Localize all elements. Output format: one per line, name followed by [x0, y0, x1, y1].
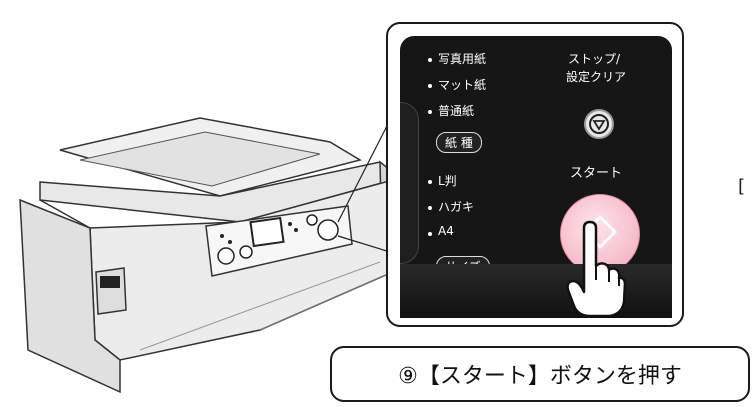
control-panel-zoom: 写真用紙 マット紙 普通紙 紙 種 L判 ハガキ A4 サイズ ストップ/ 設定…	[386, 22, 684, 327]
paper-type-button[interactable]: 紙 種	[436, 132, 482, 153]
panel-edge	[400, 102, 419, 264]
side-bracket: [	[738, 176, 746, 197]
indicator-dot	[428, 84, 432, 88]
size-a4: A4	[438, 224, 454, 238]
indicator-dot	[428, 206, 432, 210]
start-button[interactable]	[560, 194, 640, 274]
stop-icon	[589, 114, 609, 134]
indicator-dot	[428, 110, 432, 114]
instruction-caption: ⑨【スタート】ボタンを押す	[330, 346, 750, 402]
stop-label-line2: 設定クリア	[566, 70, 627, 84]
start-label: スタート	[570, 166, 623, 181]
paper-type-matte: マット紙	[438, 78, 487, 92]
indicator-dot	[428, 58, 432, 62]
stop-button[interactable]	[584, 109, 614, 139]
size-l: L判	[438, 174, 457, 188]
indicator-dot	[428, 232, 432, 236]
instruction-text: ⑨【スタート】ボタンを押す	[398, 364, 682, 389]
paper-type-plain: 普通紙	[438, 104, 475, 118]
paper-type-photo: 写真用紙	[438, 52, 487, 66]
stop-label-line1: ストップ/	[568, 52, 621, 66]
pointing-hand-icon	[566, 220, 627, 318]
indicator-dot	[428, 180, 432, 184]
control-panel: 写真用紙 マット紙 普通紙 紙 種 L判 ハガキ A4 サイズ ストップ/ 設定…	[400, 36, 672, 318]
panel-lower-edge	[400, 264, 672, 318]
size-postcard: ハガキ	[438, 200, 475, 214]
